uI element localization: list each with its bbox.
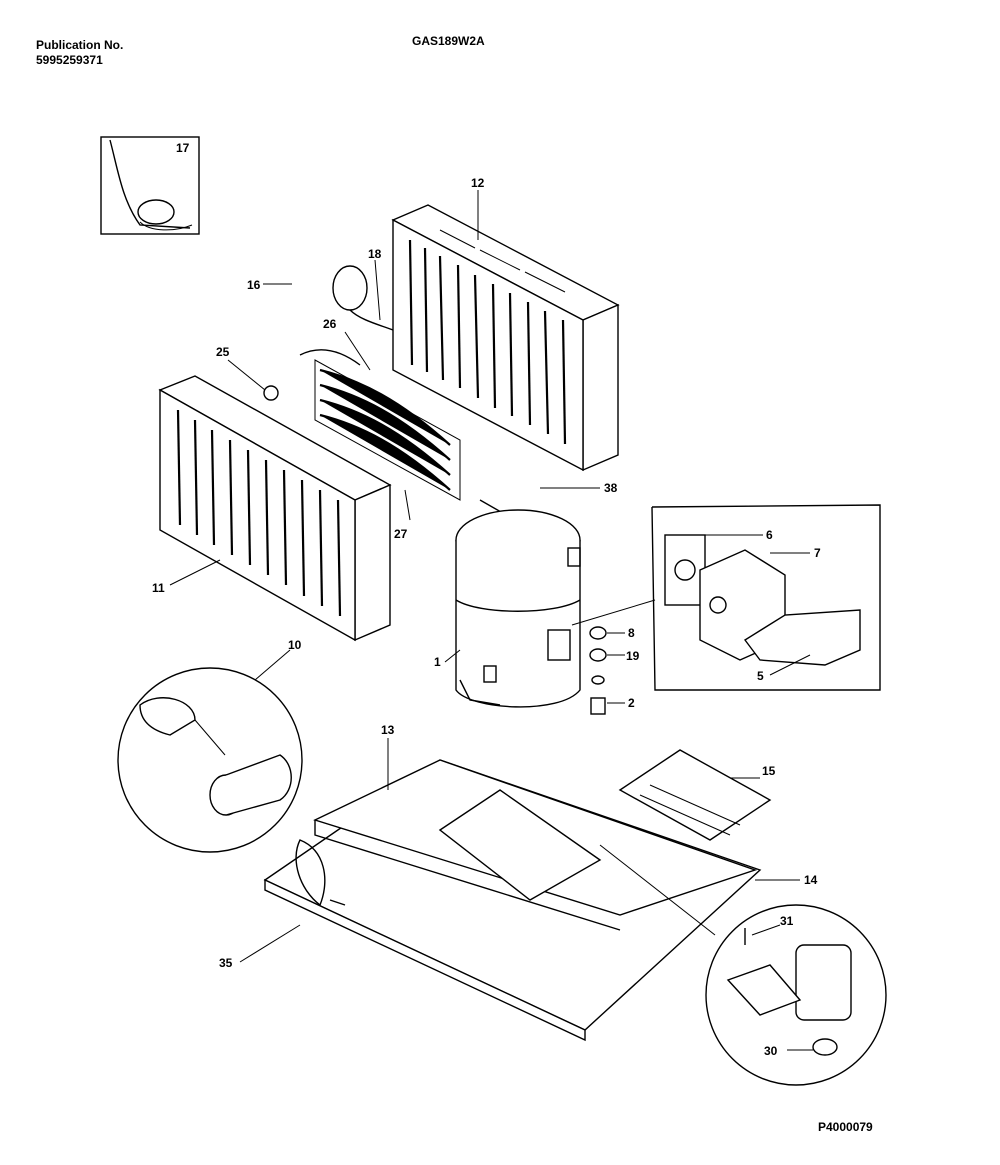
callout-6: 6 [766,528,773,542]
callout-17: 17 [176,141,190,155]
part-30-31-detail-circle [599,844,887,1086]
callout-16: 16 [247,278,261,292]
callout-30: 30 [764,1044,778,1058]
callout-1: 1 [434,655,441,669]
callout-38: 38 [604,481,618,495]
part-1-compressor [455,509,581,708]
callout-18: 18 [368,247,382,261]
callout-5: 5 [757,669,764,683]
part-15-channel [618,749,772,841]
callout-7: 7 [814,546,821,560]
model-number: GAS189W2A [412,34,485,48]
part-13-14-base-pan [263,759,762,1042]
callout-14: 14 [804,873,818,887]
part-17-inset [100,136,200,235]
publication-label: Publication No. [36,38,124,52]
callout-27: 27 [394,527,408,541]
publication-number: 5995259371 [36,53,103,67]
callout-35: 35 [219,956,233,970]
callout-25: 25 [216,345,230,359]
callout-11: 11 [152,581,165,595]
callout-13: 13 [381,723,395,737]
callout-15: 15 [762,764,776,778]
part-12-condenser-coil [391,204,620,472]
part-26-27-tubing-assembly [263,349,517,531]
callout-10: 10 [288,638,302,652]
callout-12: 12 [471,176,485,190]
part-10-detail-circle [117,667,303,853]
part-11-evaporator-coil [158,375,392,642]
document-id: P4000079 [818,1120,873,1134]
callout-31: 31 [780,914,794,928]
callout-19: 19 [626,649,640,663]
callout-2: 2 [628,696,635,710]
callout-8: 8 [628,626,635,640]
leader-lines [169,190,813,1051]
part-16-tube-coil [332,265,394,331]
callout-26: 26 [323,317,337,331]
part-8-19-2-grommets [589,626,607,715]
terminal-cover-inset [651,504,881,691]
